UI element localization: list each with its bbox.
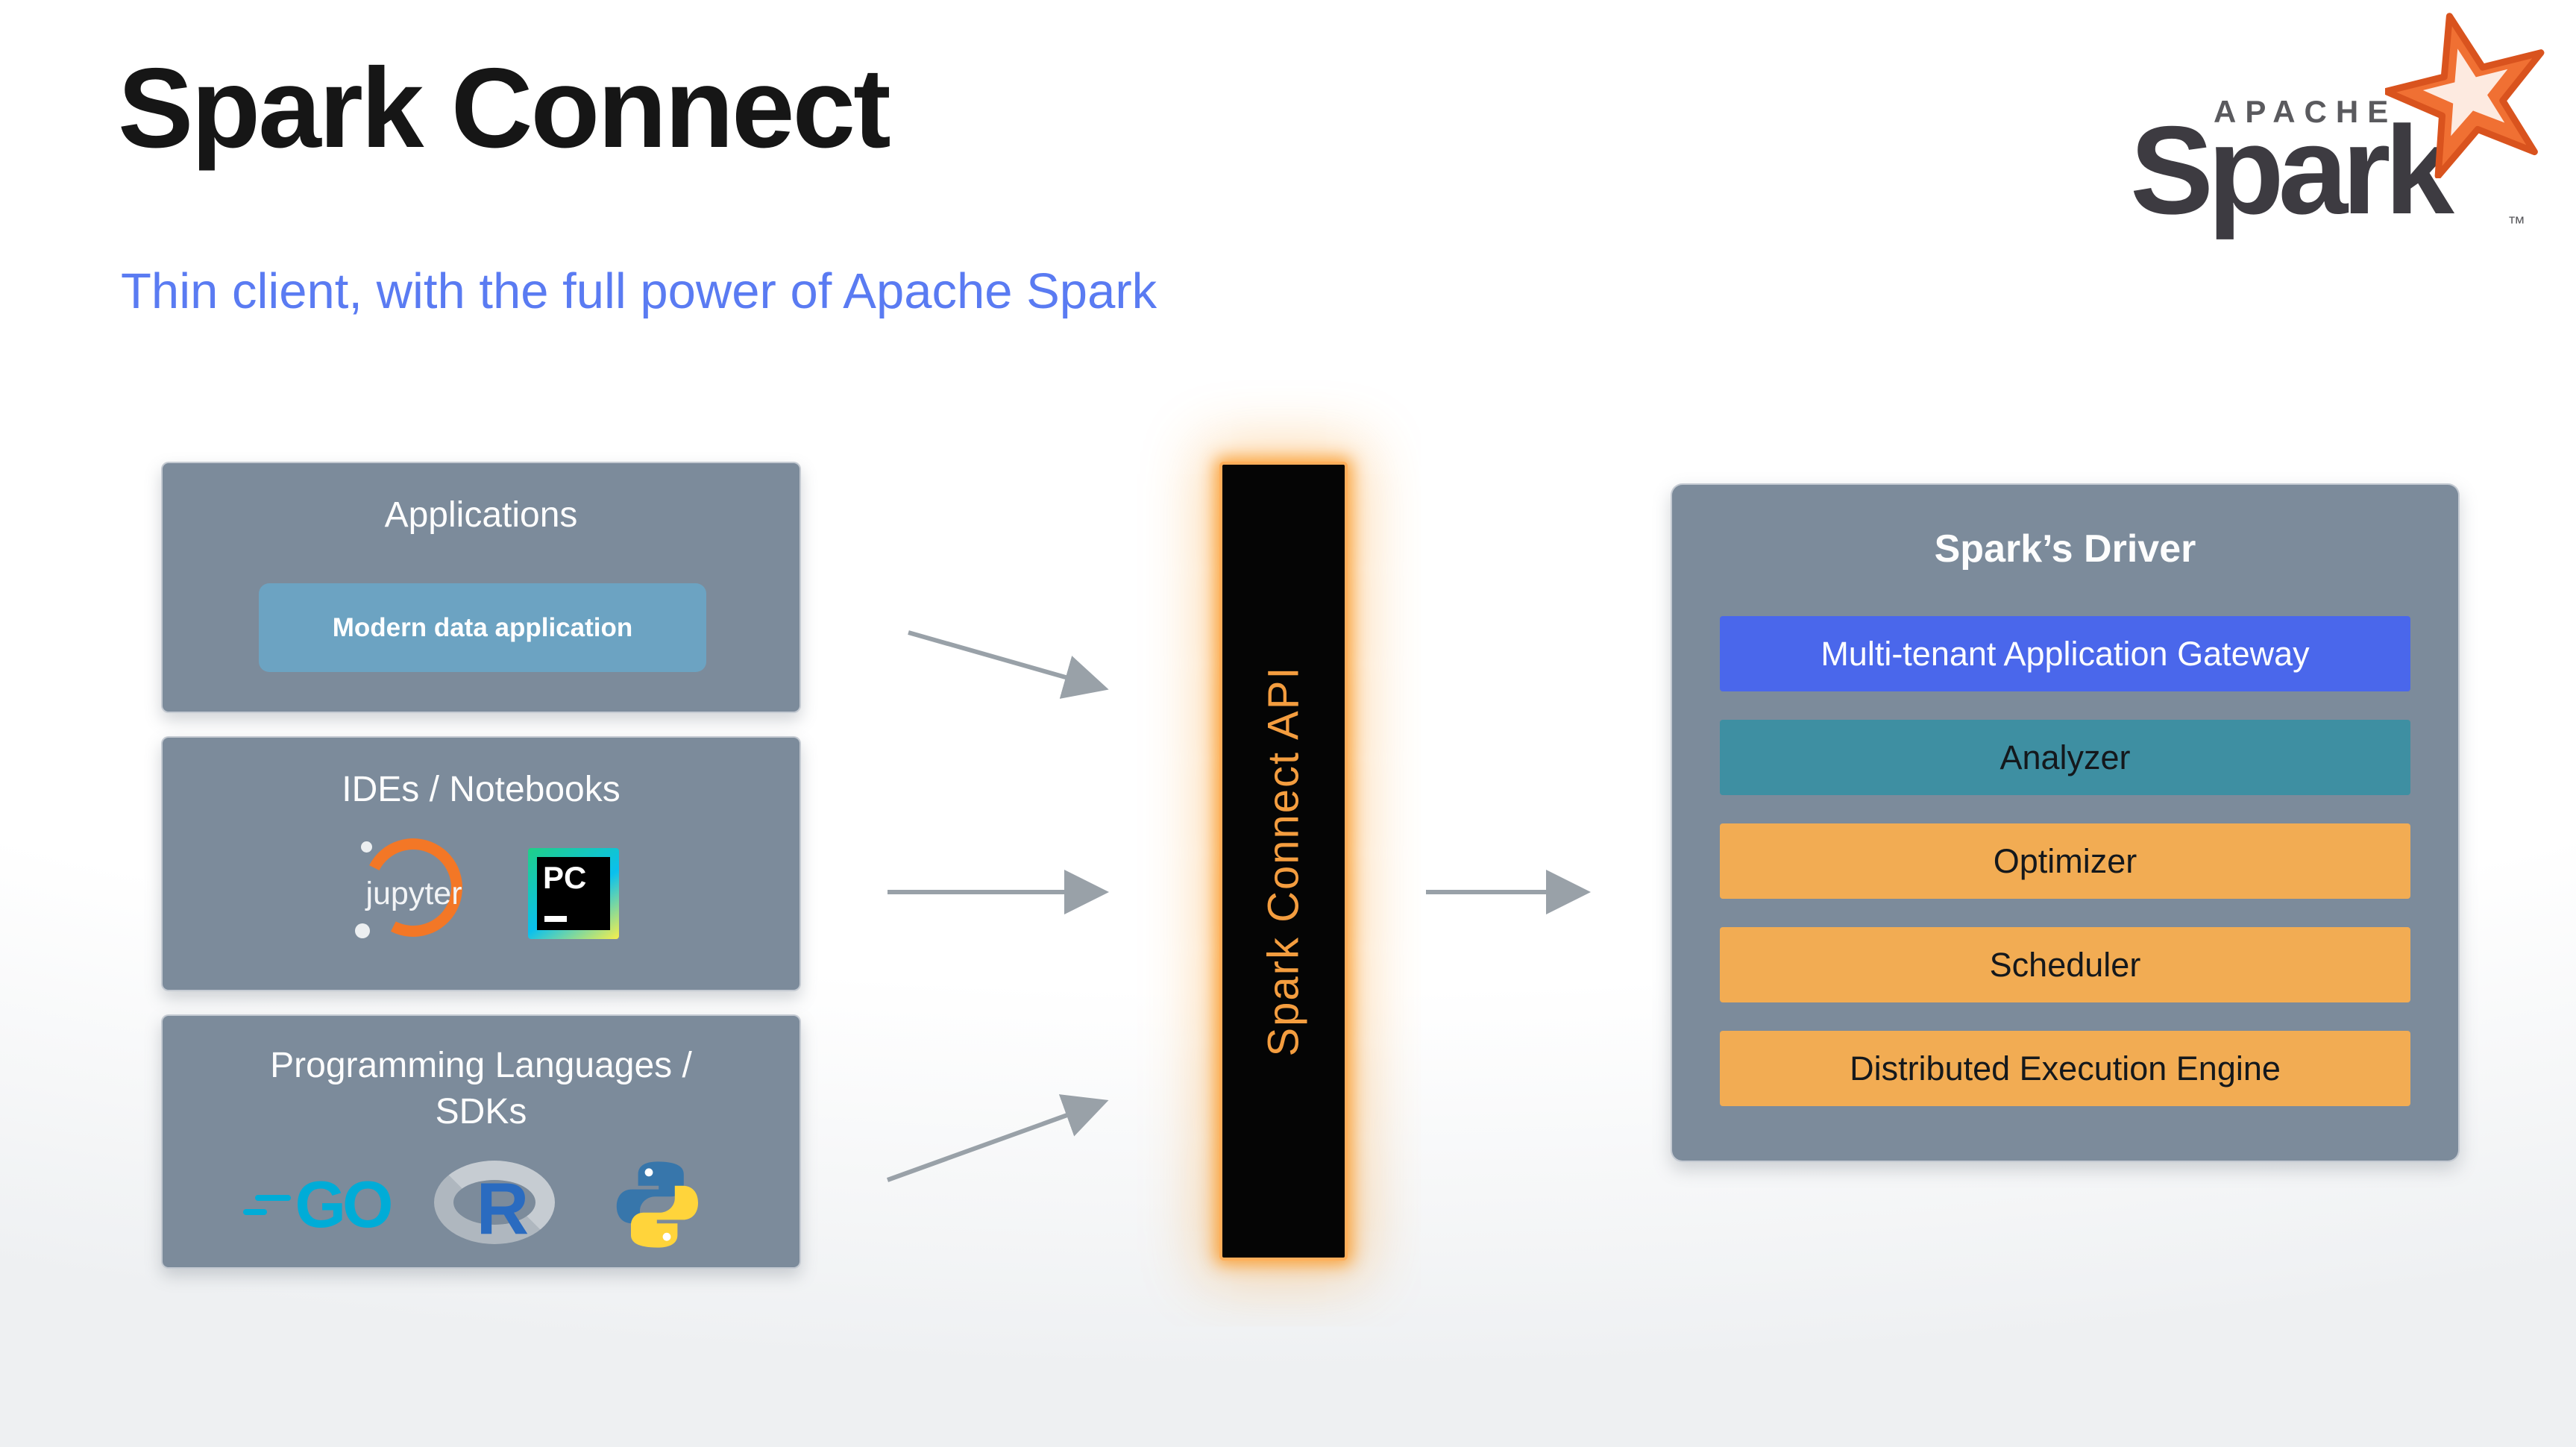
languages-box: Programming Languages / SDKs GO R xyxy=(161,1014,801,1269)
spark-connect-api-bar: Spark Connect API xyxy=(1219,462,1348,1261)
pycharm-tile: PC xyxy=(537,857,610,930)
pycharm-underscore xyxy=(544,916,567,922)
go-label: GO xyxy=(295,1167,394,1241)
arrow-languages-to-api xyxy=(886,1094,1109,1182)
pycharm-icon: PC xyxy=(528,848,619,939)
jupyter-label: jupyter xyxy=(365,876,462,911)
jupyter-dot xyxy=(361,841,372,853)
applications-box: Applications Modern data application xyxy=(161,462,801,713)
spark-wordmark: Spark xyxy=(2130,100,2454,240)
spark-driver-box: Spark’s Driver Multi-tenant Application … xyxy=(1671,483,2460,1162)
languages-logo-row: GO R xyxy=(163,1155,799,1255)
page-title: Spark Connect xyxy=(118,45,891,172)
go-speed-lines xyxy=(242,1194,291,1215)
driver-layer-optimizer: Optimizer xyxy=(1720,823,2410,899)
subtitle: Thin client, with the full power of Apac… xyxy=(121,263,1157,319)
driver-layer-gateway: Multi-tenant Application Gateway xyxy=(1720,616,2410,691)
applications-title: Applications xyxy=(384,495,578,535)
ides-notebooks-box: IDEs / Notebooks jupyter PC xyxy=(161,736,801,991)
spark-connect-api-label: Spark Connect API xyxy=(1259,665,1308,1057)
spark-star-icon xyxy=(2385,13,2545,178)
pycharm-label: PC xyxy=(543,860,587,895)
apache-label: APACHE xyxy=(2214,94,2398,129)
go-icon: GO xyxy=(242,1167,394,1243)
spark-driver-title: Spark’s Driver xyxy=(1934,527,2196,571)
driver-layer-analyzer: Analyzer xyxy=(1720,720,2410,795)
driver-layer-scheduler: Scheduler xyxy=(1720,927,2410,1002)
modern-data-application-chip: Modern data application xyxy=(259,583,706,672)
arrow-applications-to-api xyxy=(908,630,1109,699)
driver-layer-engine: Distributed Execution Engine xyxy=(1720,1031,2410,1106)
ides-notebooks-title: IDEs / Notebooks xyxy=(342,770,621,809)
apache-spark-logo: APACHE Spark ™ xyxy=(2126,10,2566,257)
trademark-label: ™ xyxy=(2507,213,2525,233)
r-icon: R xyxy=(433,1155,565,1255)
jupyter-dot xyxy=(355,923,370,938)
languages-title: Programming Languages / SDKs xyxy=(270,1046,692,1131)
jupyter-icon: jupyter xyxy=(343,825,485,958)
python-icon xyxy=(617,1161,699,1248)
ides-logo-row: jupyter PC xyxy=(163,825,799,958)
r-label: R xyxy=(476,1167,530,1249)
driver-layers: Multi-tenant Application Gateway Analyze… xyxy=(1720,616,2410,1106)
